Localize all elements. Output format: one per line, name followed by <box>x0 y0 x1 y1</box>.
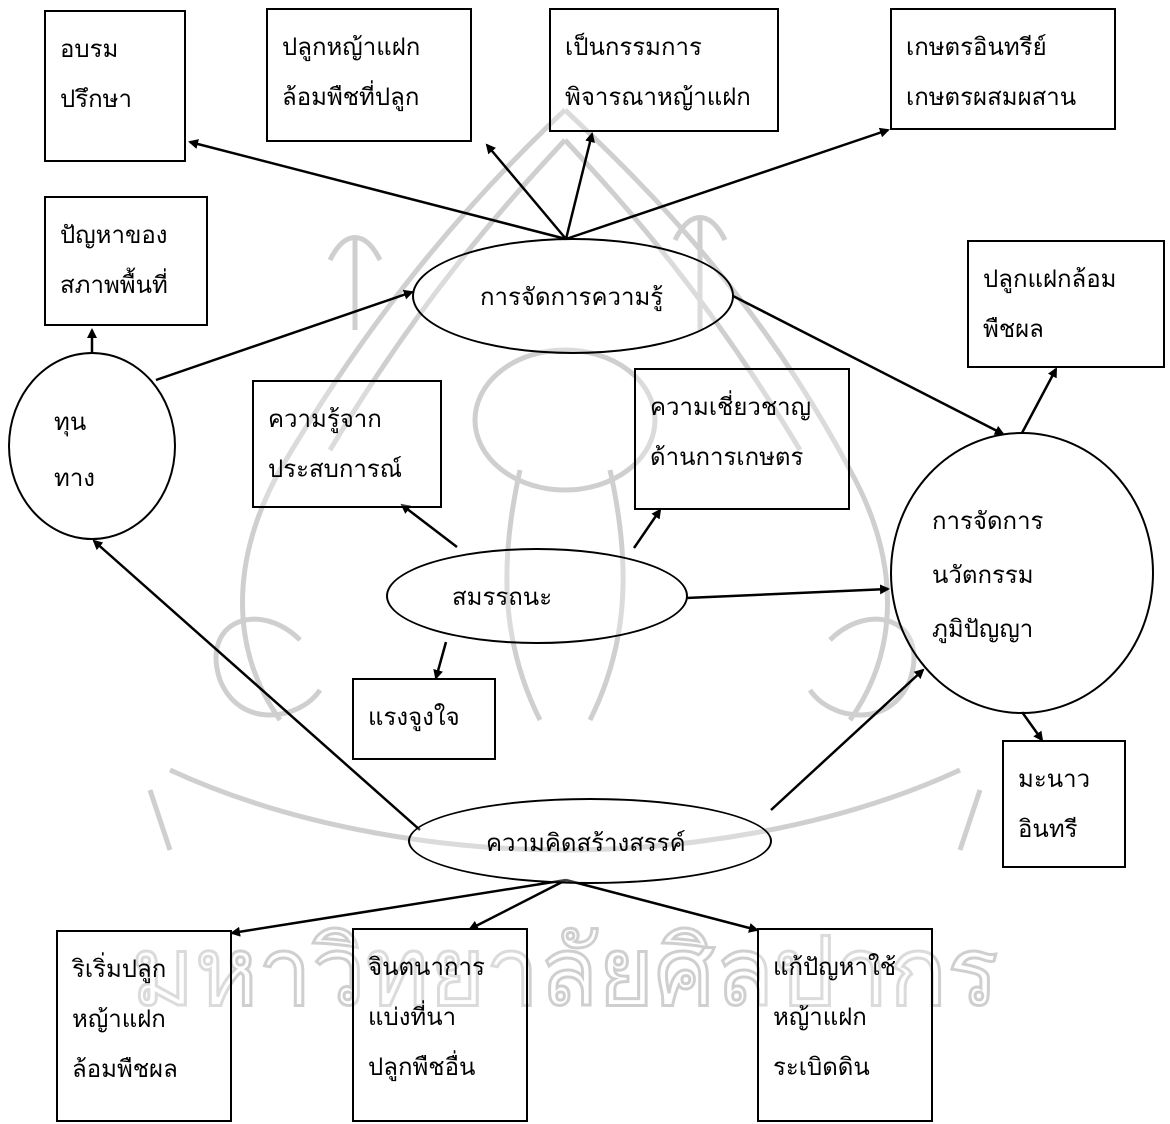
arrow-competency-to-expertise <box>632 508 662 549</box>
initiate-box: ริเริ่มปลูก หญ้าแฝก ล้อมพืชผล <box>56 930 232 1122</box>
expertise-box: ความเชี่ยวชาญ ด้านการเกษตร <box>634 368 850 510</box>
box-line: ด้านการเกษตร <box>650 443 804 471</box>
creativity-ellipse: ความคิดสร้างสรรค์ <box>408 798 772 884</box>
box-line: เกษตรอินทรีย์ <box>906 33 1047 61</box>
plant-vetiver-box: ปลูกหญ้าแฝก ล้อมพืชที่ปลูก <box>266 8 472 142</box>
arrow-innovation-to-plant-fruit <box>1020 367 1058 434</box>
ellipse-line: ทาง <box>54 464 96 492</box>
box-line: แรงจูงใจ <box>368 703 460 731</box>
box-line: แก้ปัญหาใช้ <box>773 953 896 981</box>
ellipse-label: การจัดการความรู้ <box>480 283 664 311</box>
arrow-innovation-to-lime <box>1020 711 1044 742</box>
box-line: แบ่งที่นา <box>368 1003 457 1031</box>
box-line: ปลูกแฝกล้อม <box>983 265 1117 293</box>
box-line: จินตนาการ <box>368 953 485 981</box>
ellipse-label: การจัดการ นวัตกรรม ภูมิปัญญา <box>932 494 1043 656</box>
box-line: ระเบิดดิน <box>773 1053 870 1081</box>
arrow-competency-to-innovation <box>685 584 890 600</box>
box-line: ปลูกหญ้าแฝก <box>282 33 421 61</box>
solve-box: แก้ปัญหาใช้ หญ้าแฝก ระเบิดดิน <box>757 928 933 1122</box>
box-line: เป็นกรรมการ <box>565 33 702 61</box>
box-line: หญ้าแฝก <box>773 1003 867 1031</box>
plant-vetiver-fruit-box: ปลูกแฝกล้อม พืชผล <box>967 240 1165 368</box>
arrow-knowledge-to-training <box>188 139 567 241</box>
arrow-knowledge-to-innovation <box>732 294 1005 436</box>
ellipse-line: ทุน <box>54 408 87 436</box>
box-line: พิจารณาหญ้าแฝก <box>565 83 751 111</box>
ellipse-line: การจัดการ <box>932 507 1044 535</box>
box-line: ปรึกษา <box>60 85 132 113</box>
ellipse-line: นวัตกรรม <box>932 561 1034 589</box>
box-line: ความเชี่ยวชาญ <box>650 393 812 421</box>
arrow-capital-to-knowledge <box>155 289 414 382</box>
committee-box: เป็นกรรมการ พิจารณาหญ้าแฝก <box>549 8 779 132</box>
arrow-creativity-to-capital <box>92 539 421 831</box>
ellipse-line: ภูมิปัญญา <box>932 615 1034 643</box>
arrow-creativity-to-solve <box>565 878 759 933</box>
box-line: ความรู้จาก <box>268 405 382 433</box>
ellipse-label: สมรรถนะ <box>452 583 553 611</box>
ellipse-label: ทุน ทาง <box>54 394 95 506</box>
box-line: ประสบการณ์ <box>268 455 403 483</box>
arrow-creativity-to-innovation <box>770 668 925 811</box>
lime-box: มะนาว อินทรี <box>1002 740 1126 868</box>
arrow-knowledge-to-committee <box>564 132 595 240</box>
arrow-knowledge-to-plant-vetiver <box>485 143 567 240</box>
box-line: เกษตรผสมผสาน <box>906 83 1077 111</box>
ellipse-label: ความคิดสร้างสรรค์ <box>486 829 686 857</box>
training-box: อบรม ปรึกษา <box>44 10 186 162</box>
arrow-competency-to-motivation <box>433 641 448 680</box>
box-line: มะนาว <box>1018 765 1091 793</box>
box-line: สภาพพื้นที่ <box>60 271 168 299</box>
box-line: ปัญหาของ <box>60 221 168 249</box>
box-line: พืชผล <box>983 315 1044 343</box>
arrow-knowledge-to-organic <box>565 127 890 241</box>
motivation-box: แรงจูงใจ <box>352 678 496 760</box>
organic-box: เกษตรอินทรีย์ เกษตรผสมผสาน <box>890 8 1116 130</box>
arrow-creativity-to-initiate <box>230 878 567 937</box>
arrow-creativity-to-imagination <box>468 878 567 931</box>
box-line: ปลูกพืชอื่น <box>368 1053 476 1081</box>
capital-ellipse: ทุน ทาง <box>8 352 176 540</box>
innovation-ellipse: การจัดการ นวัตกรรม ภูมิปัญญา <box>890 432 1154 714</box>
box-line: ริเริ่มปลูก <box>72 955 167 983</box>
box-line: อินทรี <box>1018 815 1078 843</box>
imagination-box: จินตนาการ แบ่งที่นา ปลูกพืชอื่น <box>352 928 528 1122</box>
arrow-competency-to-experience <box>400 503 458 548</box>
box-line: ล้อมพืชผล <box>72 1055 178 1083</box>
box-line: หญ้าแฝก <box>72 1005 166 1033</box>
area-problem-box: ปัญหาของ สภาพพื้นที่ <box>44 196 208 326</box>
competency-ellipse: สมรรถนะ <box>386 548 688 644</box>
knowledge-ellipse: การจัดการความรู้ <box>412 238 734 354</box>
box-line: ล้อมพืชที่ปลูก <box>282 83 420 111</box>
experience-box: ความรู้จาก ประสบการณ์ <box>252 380 442 508</box>
box-line: อบรม <box>60 35 119 63</box>
